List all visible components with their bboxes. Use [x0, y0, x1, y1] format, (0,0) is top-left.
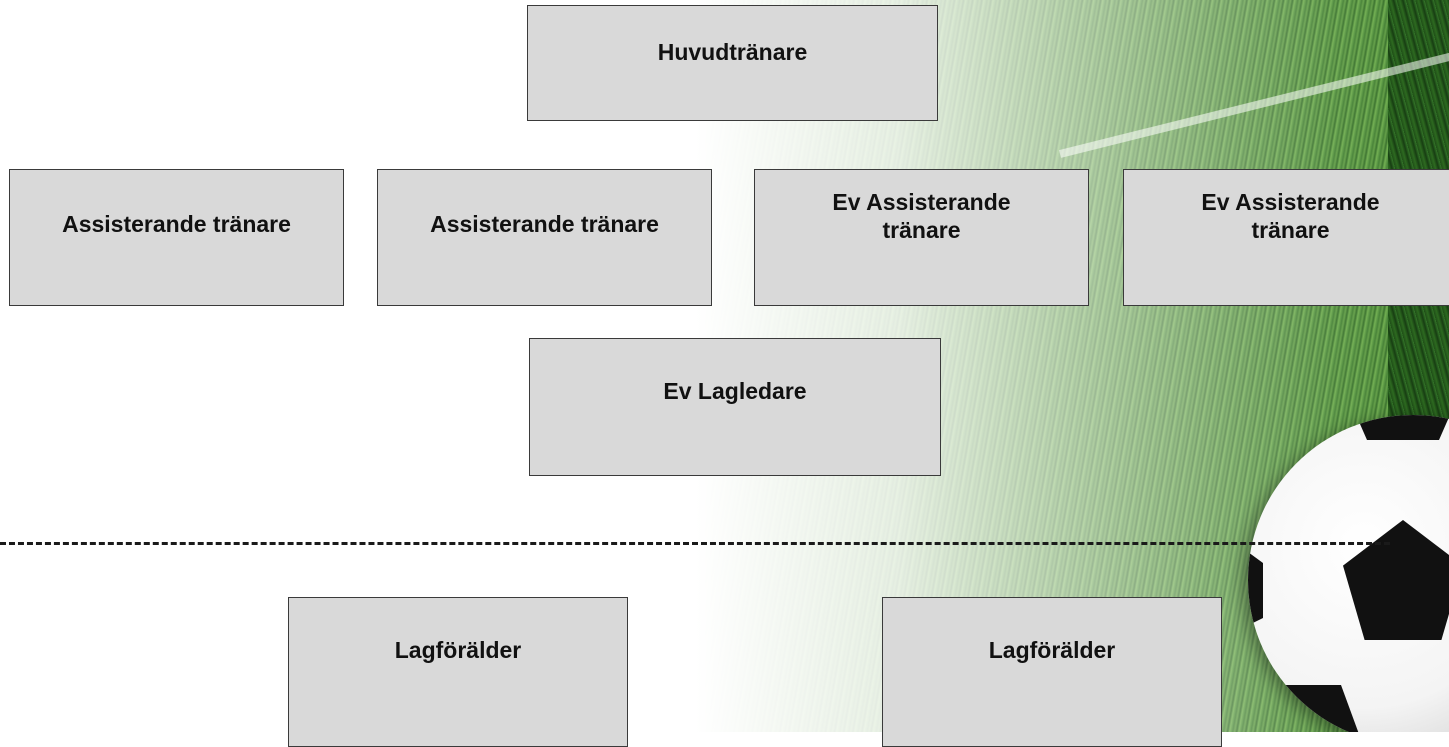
- optional-assistant-coach-box: Ev Assisterande tränare: [754, 169, 1089, 306]
- team-parent-box: Lagförälder: [288, 597, 628, 747]
- section-divider: [0, 542, 1390, 545]
- ball-patch: [1343, 520, 1449, 640]
- team-parent-box: Lagförälder: [882, 597, 1222, 747]
- optional-assistant-coach-box: Ev Assisterande tränare: [1123, 169, 1449, 306]
- assistant-coach-label: Assisterande tränare: [62, 211, 291, 237]
- team-parent-label: Lagförälder: [394, 637, 522, 663]
- soccer-ball-icon: [1248, 415, 1449, 732]
- assistant-coach-box: Assisterande tränare: [9, 169, 344, 306]
- team-parent-label: Lagförälder: [988, 637, 1116, 663]
- head-coach-label: Huvudtränare: [657, 39, 808, 65]
- team-manager-label: Ev Lagledare: [663, 378, 807, 404]
- ball-patch: [1248, 530, 1263, 640]
- assistant-coach-label: Assisterande tränare: [430, 211, 659, 237]
- assistant-coach-box: Assisterande tränare: [377, 169, 712, 306]
- head-coach-box: Huvudtränare: [527, 5, 938, 121]
- optional-assistant-coach-label: Ev Assisterande tränare: [1201, 189, 1380, 243]
- ball-patch: [1343, 415, 1449, 440]
- team-manager-box: Ev Lagledare: [529, 338, 941, 476]
- optional-assistant-coach-label: Ev Assisterande tränare: [832, 189, 1011, 243]
